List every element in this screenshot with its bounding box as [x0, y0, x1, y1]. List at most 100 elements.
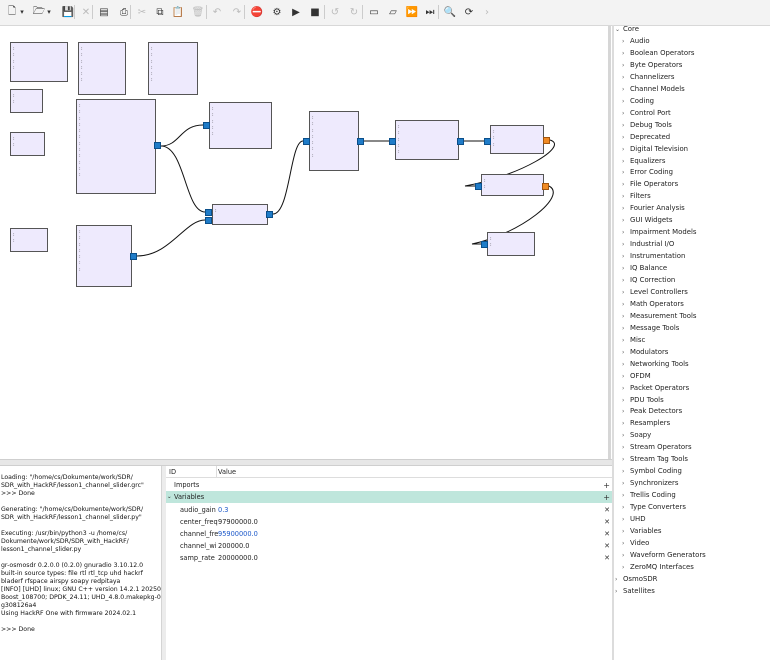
chevron-right-icon[interactable]: › [622, 563, 625, 571]
tree-category[interactable]: ›Impairment Models [622, 228, 696, 240]
stream-port[interactable] [130, 253, 137, 260]
chevron-right-icon[interactable]: › [615, 587, 618, 595]
stream-port[interactable] [205, 217, 212, 224]
screenshot-icon[interactable]: ▤ [99, 6, 109, 18]
chevron-right-icon[interactable]: › [622, 527, 625, 535]
tree-category[interactable]: ›Networking Tools [622, 360, 689, 372]
tree-category[interactable]: ›Type Converters [622, 503, 686, 515]
stream-port[interactable] [389, 138, 396, 145]
canvas-vertical-scrollbar[interactable] [608, 26, 611, 459]
variable-value[interactable]: 20000000.0 [218, 554, 258, 562]
chevron-right-icon[interactable]: › [622, 408, 625, 416]
chevron-right-icon[interactable]: › [622, 468, 625, 476]
tree-category[interactable]: ›Stream Operators [622, 443, 692, 455]
stream-port[interactable] [303, 138, 310, 145]
block-var-samp[interactable]: : : [10, 89, 43, 113]
dropdown-icon[interactable]: ▾ [47, 8, 51, 16]
stream-port[interactable] [154, 142, 161, 149]
add-import-icon[interactable]: + [603, 481, 610, 490]
chevron-right-icon[interactable]: › [622, 396, 625, 404]
block-freqsink[interactable]: : : : : : [209, 102, 272, 149]
close-icon[interactable]: ✕ [81, 6, 91, 18]
connection-wire[interactable] [272, 140, 304, 215]
tree-category[interactable]: ›Trellis Coding [622, 491, 676, 503]
block-wbfm[interactable]: : : : [490, 125, 544, 154]
tree-category[interactable]: ›Modulators [622, 348, 668, 360]
reload-icon[interactable]: ⟳ [464, 6, 474, 18]
chevron-right-icon[interactable]: › [622, 551, 625, 559]
print-icon[interactable]: ⎙ [120, 6, 128, 18]
chevron-right-icon[interactable]: › [622, 73, 625, 81]
tree-category[interactable]: ›Equalizers [622, 157, 665, 169]
find-icon[interactable]: 🔍 [443, 6, 457, 18]
chevron-right-icon[interactable]: › [622, 133, 625, 141]
tree-category[interactable]: ›Misc [622, 336, 645, 348]
chevron-right-icon[interactable]: › [615, 575, 618, 583]
chevron-down-icon[interactable]: ⌄ [615, 26, 621, 33]
tree-category[interactable]: ›PDU Tools [622, 396, 664, 408]
tree-category[interactable]: ›Variables [622, 527, 662, 539]
stream-port[interactable] [475, 183, 482, 190]
remove-variable-icon[interactable]: ✕ [604, 530, 610, 538]
stream-port[interactable] [457, 138, 464, 145]
tree-category[interactable]: ›Boolean Operators [622, 49, 695, 61]
console-variables-splitter[interactable] [161, 466, 166, 660]
execute-icon[interactable]: ▶ [292, 6, 300, 18]
open-icon[interactable]: 🗁 [32, 5, 46, 17]
tree-category[interactable]: ›Math Operators [622, 300, 684, 312]
tree-category[interactable]: ›Filters [622, 192, 651, 204]
chevron-right-icon[interactable]: › [622, 241, 625, 249]
tree-category[interactable]: ›IQ Balance [622, 264, 667, 276]
delete-icon[interactable]: 🗑 [191, 6, 205, 18]
tree-category[interactable]: ›Fourier Analysis [622, 204, 685, 216]
chevron-right-icon[interactable]: › [622, 265, 625, 273]
chevron-right-icon[interactable]: › [622, 169, 625, 177]
tree-category[interactable]: ›UHD [622, 515, 646, 527]
chevron-right-icon[interactable]: › [622, 61, 625, 69]
remove-variable-icon[interactable]: ✕ [604, 542, 610, 550]
chevron-right-icon[interactable]: › [622, 372, 625, 380]
tree-category[interactable]: ›Message Tools [622, 324, 679, 336]
chevron-right-icon[interactable]: › [622, 97, 625, 105]
chevron-right-icon[interactable]: › [622, 49, 625, 57]
tree-category[interactable]: ›Stream Tag Tools [622, 455, 688, 467]
stream-port[interactable] [205, 209, 212, 216]
chevron-right-icon[interactable]: › [622, 253, 625, 261]
tree-category[interactable]: ›Deprecated [622, 133, 670, 145]
chevron-right-icon[interactable]: › [622, 145, 625, 153]
stream-port[interactable] [203, 122, 210, 129]
block-qt-range-2[interactable]: : : : : : : [148, 42, 198, 95]
chevron-right-icon[interactable]: › [622, 456, 625, 464]
chevron-right-icon[interactable]: › [622, 85, 625, 93]
tree-category[interactable]: ›Channelizers [622, 73, 674, 85]
tree-category[interactable]: ›IQ Correction [622, 276, 675, 288]
tree-category[interactable]: ›Video [622, 539, 649, 551]
block-signal[interactable]: : : : : : : : [76, 225, 132, 287]
bypass-icon[interactable]: ⏩ [405, 6, 419, 18]
stream-port[interactable] [357, 138, 364, 145]
block-multiply[interactable]: : [212, 204, 268, 225]
tree-category[interactable]: ›GUI Widgets [622, 216, 672, 228]
chevron-right-icon[interactable]: › [622, 181, 625, 189]
connection-wire[interactable] [471, 185, 554, 245]
tree-category[interactable]: ›File Operators [622, 180, 678, 192]
block-osmocom[interactable]: : : : : : : : : : : : : [76, 99, 156, 194]
tree-category[interactable]: ›Industrial I/O [622, 240, 674, 252]
source-port[interactable] [542, 183, 549, 190]
variable-value[interactable]: 97900000.0 [218, 518, 258, 526]
tree-category[interactable]: ›Error Coding [622, 168, 673, 180]
chevron-right-icon[interactable]: › [622, 384, 625, 392]
connection-wire[interactable] [136, 219, 206, 257]
rotate-ccw-icon[interactable]: ↺ [330, 6, 340, 18]
paste-icon[interactable]: 📋 [171, 6, 185, 18]
chevron-right-icon[interactable]: › [622, 539, 625, 547]
chevron-right-icon[interactable]: › [622, 229, 625, 237]
tree-category[interactable]: ›OFDM [622, 372, 651, 384]
chevron-right-icon[interactable]: › [622, 205, 625, 213]
dropdown-icon[interactable]: ▾ [20, 8, 24, 16]
tree-category[interactable]: ›Channel Models [622, 85, 685, 97]
library-splitter[interactable] [612, 25, 614, 660]
tree-category[interactable]: ›Level Controllers [622, 288, 688, 300]
